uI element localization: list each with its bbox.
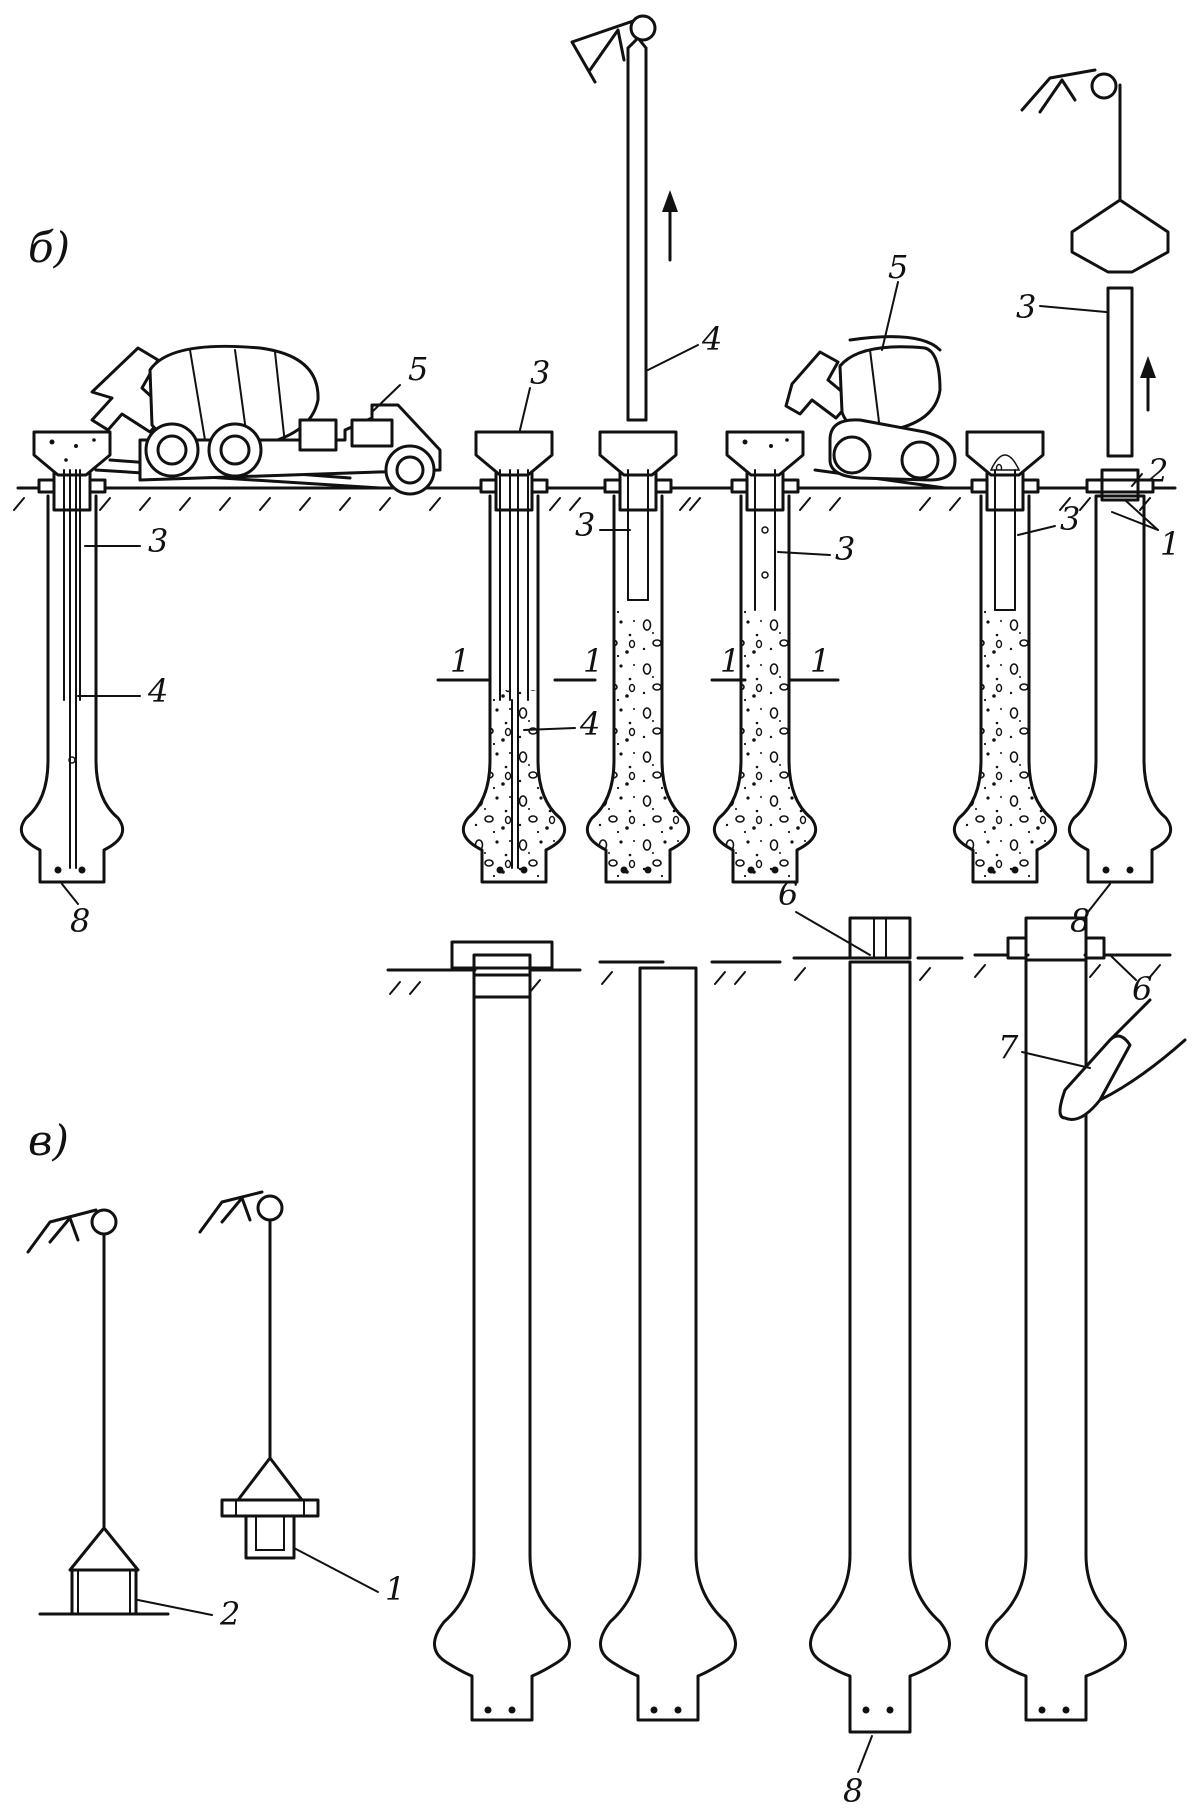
label-2-pile-b6: 2 — [1147, 452, 1168, 490]
label-1-casing: 1 — [385, 1570, 405, 1608]
arrow-up-b3 — [662, 190, 678, 262]
label-2-cap: 2 — [219, 1595, 240, 1633]
label-6-pile-v3: 6 — [778, 875, 798, 913]
pile-b4 — [712, 430, 818, 884]
pile-v2 — [599, 966, 737, 1722]
label-1-pile-b6: 1 — [1160, 525, 1180, 563]
pile-b3 — [585, 36, 691, 884]
label-5-truck: 5 — [408, 350, 428, 388]
label-3-pile-b3: 3 — [575, 506, 595, 544]
pile-b2 — [461, 430, 567, 884]
crane-with-casing-1 — [198, 1190, 320, 1560]
label-4-pile-b1: 4 — [147, 672, 168, 710]
pile-b5 — [952, 430, 1058, 884]
arrow-up-b6 — [1140, 356, 1156, 412]
label-4-rod-b3: 4 — [701, 320, 722, 358]
section-label-b: б) — [28, 223, 70, 272]
pile-b6 — [1067, 83, 1173, 884]
label-3-hopper-b2: 3 — [530, 354, 550, 392]
label-3-pile-b4: 3 — [835, 530, 855, 568]
pile-b1 — [19, 430, 125, 884]
label-6-pile-v4: 6 — [1132, 970, 1152, 1008]
label-7-vibrator: 7 — [998, 1028, 1019, 1066]
label-8-pile-b1: 8 — [70, 902, 90, 940]
pile-v1 — [433, 940, 571, 1722]
label-3-pile-b1: 3 — [148, 522, 168, 560]
label-4-pile-b2: 4 — [579, 705, 600, 743]
label-1-cut-left-a: 1 — [450, 642, 470, 680]
pile-v4 — [985, 916, 1127, 1722]
crane-with-cap-2 — [26, 1208, 170, 1616]
pile-v3 — [809, 916, 951, 1734]
vibrator-7 — [1058, 998, 1187, 1121]
concrete-mixer-small — [784, 335, 957, 490]
crane-boom-b6 — [1020, 68, 1118, 114]
label-1-cut-right-b: 1 — [810, 642, 830, 680]
crane-boom-b3 — [570, 14, 657, 84]
concrete-mixer-truck — [90, 344, 442, 496]
label-3-casing-b6: 3 — [1016, 288, 1036, 326]
section-label-v: в) — [28, 1116, 69, 1165]
label-8-pile-v3: 8 — [843, 1772, 863, 1810]
label-1-cut-right-a: 1 — [720, 642, 740, 680]
label-1-cut-left-b: 1 — [583, 642, 603, 680]
label-5-small-mixer: 5 — [888, 248, 908, 286]
label-3-pile-b5: 3 — [1060, 500, 1080, 538]
